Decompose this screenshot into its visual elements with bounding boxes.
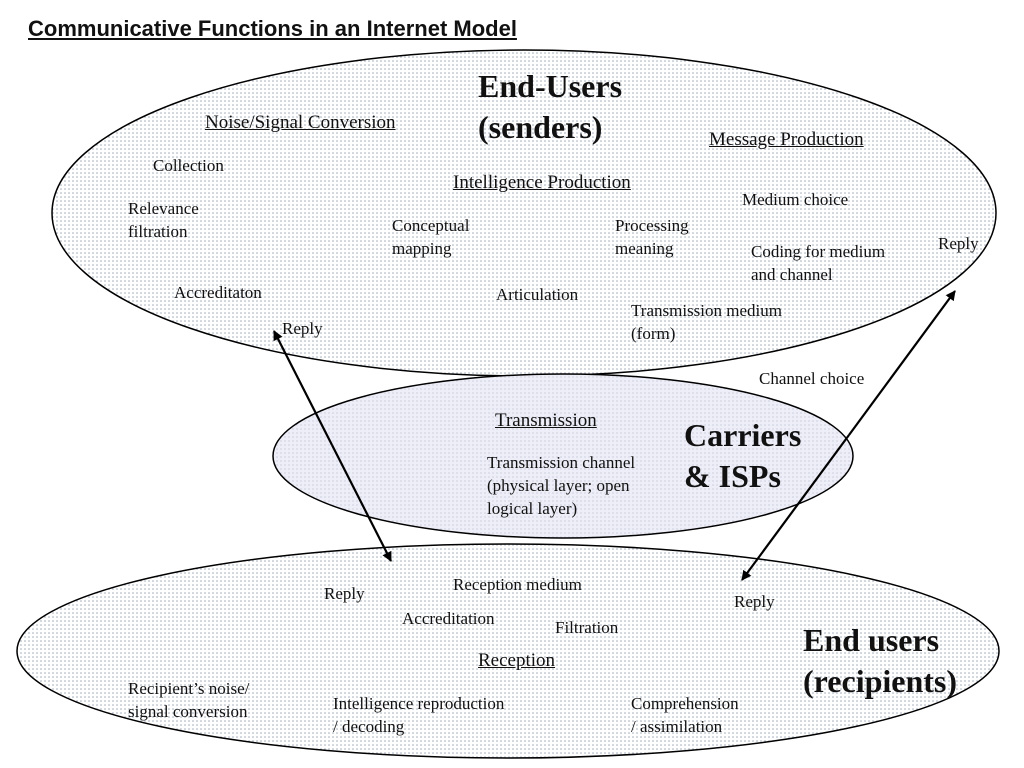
conceptual-line2: mapping [392, 239, 452, 258]
carriers-heading-line2: & ISPs [684, 458, 781, 494]
reception-heading: Reception [478, 650, 556, 671]
recipients-accreditation-label: Accreditation [402, 609, 495, 628]
intelligence-heading: Intelligence Production [453, 172, 631, 193]
senders-heading-line2: (senders) [478, 109, 603, 145]
channel-choice-label: Channel choice [759, 369, 865, 388]
collection-label: Collection [153, 156, 224, 175]
reply-arrow-right-down [741, 434, 850, 581]
articulation-label: Articulation [496, 285, 579, 304]
transmission-medium-line2: (form) [631, 324, 676, 343]
recipients-ellipse [16, 543, 1000, 759]
transmission-heading: Transmission [495, 410, 597, 431]
reception-medium-label: Reception medium [453, 575, 582, 594]
message-production-heading: Message Production [709, 129, 864, 150]
reply-label-senders-right: Reply [938, 234, 979, 253]
comprehension-line2: / assimilation [631, 717, 723, 736]
conceptual-line1: Conceptual [392, 216, 470, 235]
transmission-medium-line1: Transmission medium [631, 301, 782, 320]
reply-label-senders-left: Reply [282, 319, 323, 338]
intelligence-reproduction-line2: / decoding [333, 717, 405, 736]
transmission-channel-line3: logical layer) [487, 499, 578, 518]
coding-line2: and channel [751, 265, 833, 284]
recipients-heading: End users (recipients) [803, 620, 957, 702]
processing-label: Processing meaning [615, 214, 689, 260]
processing-line1: Processing [615, 216, 689, 235]
recipient-noise-line1: Recipient’s noise/ [128, 679, 250, 698]
filtration-label: Filtration [555, 618, 619, 637]
reply-arrow-right [848, 290, 956, 436]
relevance-line2: filtration [128, 222, 188, 241]
coding-line1: Coding for medium [751, 242, 886, 261]
comprehension-label: Comprehension / assimilation [631, 692, 739, 738]
carriers-heading: Carriers & ISPs [684, 415, 801, 497]
reply-arrow-left-down [331, 444, 392, 562]
reply-label-recipients-right: Reply [734, 592, 775, 611]
senders-heading: End-Users (senders) [478, 66, 622, 148]
transmission-channel-label: Transmission channel (physical layer; op… [487, 451, 635, 520]
transmission-channel-line2: (physical layer; open [487, 476, 630, 495]
reply-label-recipients-left: Reply [324, 584, 365, 603]
accreditation-label: Accreditaton [174, 283, 262, 302]
conceptual-label: Conceptual mapping [392, 214, 469, 260]
transmission-channel-line1: Transmission channel [487, 453, 636, 472]
intelligence-reproduction-label: Intelligence reproduction / decoding [333, 692, 504, 738]
carriers-heading-line1: Carriers [684, 417, 802, 453]
relevance-line1: Relevance [128, 199, 199, 218]
comprehension-line1: Comprehension [631, 694, 739, 713]
recipients-heading-line2: (recipients) [803, 663, 958, 699]
senders-heading-line1: End-Users [478, 68, 623, 104]
intelligence-reproduction-line1: Intelligence reproduction [333, 694, 505, 713]
recipient-noise-line2: signal conversion [128, 702, 248, 721]
coding-label: Coding for medium and channel [751, 240, 885, 286]
reply-arrow-left [273, 330, 333, 446]
processing-line2: meaning [615, 239, 674, 258]
noise-signal-heading: Noise/Signal Conversion [205, 112, 396, 133]
recipients-heading-line1: End users [803, 622, 940, 658]
transmission-medium-label: Transmission medium (form) [631, 299, 782, 345]
recipient-noise-label: Recipient’s noise/ signal conversion [128, 677, 249, 723]
page-title: Communicative Functions in an Internet M… [28, 16, 517, 41]
medium-choice-label: Medium choice [742, 190, 849, 209]
carriers-ellipse [272, 373, 854, 539]
relevance-label: Relevance filtration [128, 197, 199, 243]
